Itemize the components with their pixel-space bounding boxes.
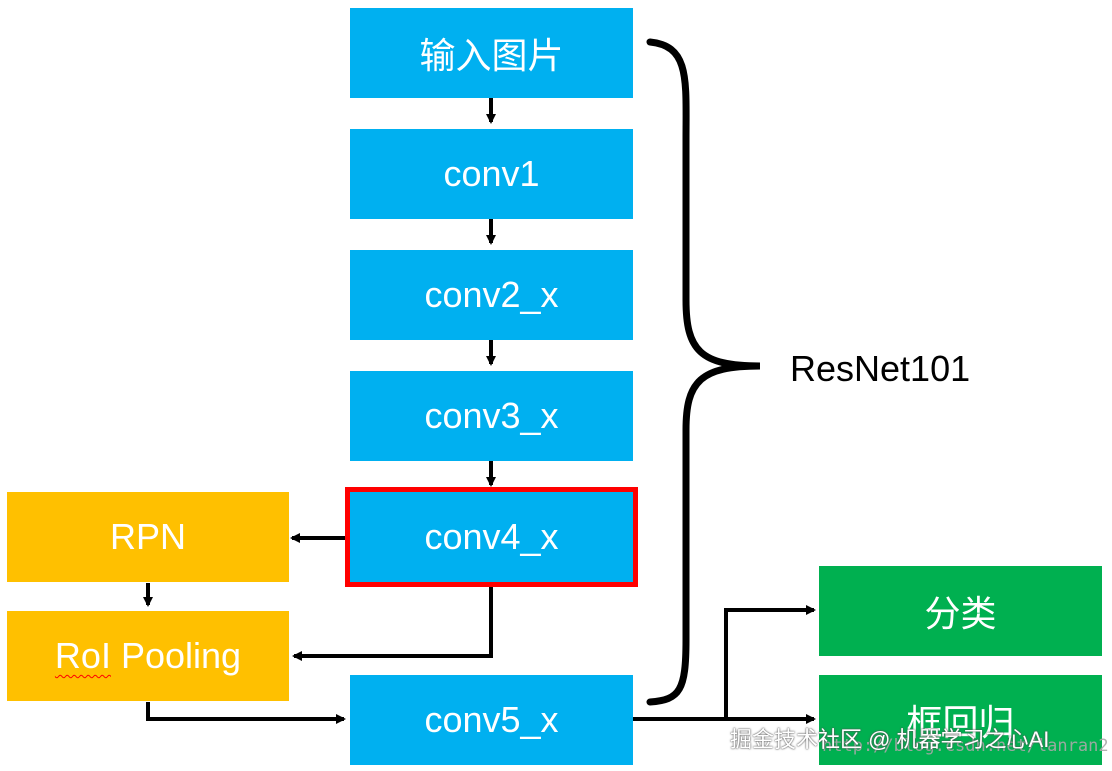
url-watermark: http://blog.csdn.net/lanran2 <box>822 736 1109 756</box>
node-input-image-label: 输入图片 <box>419 35 564 76</box>
node-roi-pooling: RoI Pooling <box>7 611 289 701</box>
node-roi-pooling-label: RoI Pooling <box>54 635 242 676</box>
node-conv5-label: conv5_x <box>424 699 559 740</box>
node-input-image: 输入图片 <box>350 8 633 98</box>
node-conv2-label: conv2_x <box>424 274 559 315</box>
node-box-regression: 框回归 <box>819 675 1102 765</box>
node-conv4: conv4_x <box>345 487 638 587</box>
node-conv5: conv5_x <box>350 675 633 765</box>
node-conv3-label: conv3_x <box>424 395 559 436</box>
arrow-roi-conv5 <box>146 702 346 724</box>
node-rpn-label: RPN <box>109 516 186 557</box>
arrow-conv5-cls <box>724 605 816 719</box>
roi-spellcheck-underline: RoI <box>54 635 111 676</box>
node-classification-label: 分类 <box>924 593 997 634</box>
resnet-label: ResNet101 <box>790 348 971 389</box>
node-conv4-label: conv4_x <box>424 516 559 557</box>
resnet-brace <box>646 38 761 706</box>
site-watermark: 掘金技术社区 @ 机器学习之心AI <box>730 727 1050 752</box>
node-rpn: RPN <box>7 492 289 582</box>
node-conv1-label: conv1 <box>443 153 540 194</box>
node-conv2: conv2_x <box>350 250 633 340</box>
node-conv3: conv3_x <box>350 371 633 461</box>
arrow-conv4-roi <box>292 585 493 661</box>
node-classification: 分类 <box>819 566 1102 656</box>
node-box-regression-label: 框回归 <box>906 702 1015 743</box>
node-conv1: conv1 <box>350 129 633 219</box>
